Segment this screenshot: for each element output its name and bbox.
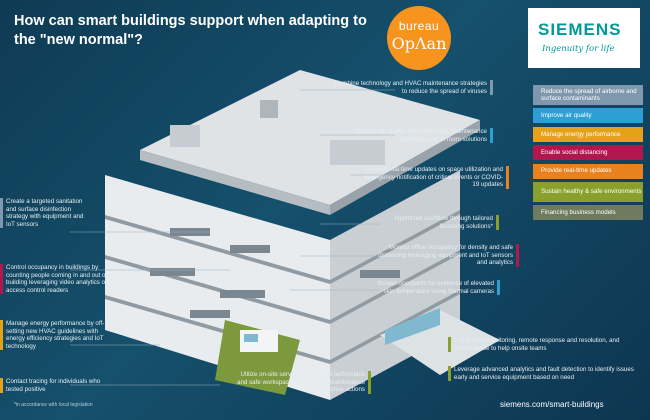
- callout-sanitation: Create a targeted sanitation and surface…: [0, 198, 88, 229]
- van-window: [244, 334, 258, 342]
- callout-energy-performance: Manage energy performance by off-setting…: [0, 320, 114, 351]
- siemens-logo: SIEMENS Ingenuity for life: [528, 8, 640, 68]
- callout-thermal-screening: Screen occupants for evidence of elevate…: [370, 280, 500, 296]
- roof-edge-right: [330, 120, 480, 215]
- callout-color-marker: [0, 198, 3, 229]
- page-title: How can smart buildings support when ada…: [14, 13, 367, 48]
- legend-item-label: Reduce the spread of airborne and surfac…: [541, 87, 637, 102]
- callout-text: Combine technology and HVAC maintenance …: [334, 80, 487, 95]
- legend-item-label: Improve air quality: [541, 112, 592, 120]
- legend-item-label: Provide real-time updates: [541, 167, 612, 175]
- legend: Reduce the spread of airborne and surfac…: [533, 85, 643, 224]
- desk-row: [220, 290, 265, 298]
- rooftop-equipment: [330, 140, 385, 165]
- legend-item: Provide real-time updates: [533, 163, 643, 179]
- connector-lines: [70, 89, 395, 386]
- callout-onsite-service: Utilize on-site service, with skilled te…: [230, 371, 371, 394]
- callout-text: Improve air quality with new HVAC mainte…: [355, 128, 487, 143]
- legend-item: Reduce the spread of airborne and surfac…: [533, 85, 643, 105]
- callout-color-marker: [497, 280, 500, 296]
- bureau-logo-line1: bureau: [398, 19, 440, 33]
- callout-color-marker: [496, 215, 499, 231]
- callout-contact-tracing: Contact tracing for individuals who test…: [0, 378, 106, 394]
- callout-color-marker: [368, 371, 371, 394]
- callout-text: Create a targeted sanitation and surface…: [6, 198, 84, 228]
- callout-text: Manage energy performance by off-setting…: [6, 320, 105, 350]
- footnote: *in accordance with local legislation: [14, 402, 93, 408]
- callout-color-marker: [490, 128, 493, 144]
- callout-text: Optimized cashflow through tailored fina…: [394, 215, 493, 230]
- callout-color-marker: [0, 378, 3, 394]
- website-url[interactable]: siemens.com/smart-buildings: [500, 400, 604, 409]
- siemens-brand: SIEMENS: [538, 20, 622, 39]
- callout-color-marker: [0, 264, 3, 295]
- floor-slab-2: [105, 250, 460, 324]
- desk-row: [230, 245, 270, 253]
- lawn: [215, 320, 300, 395]
- roof: [140, 70, 480, 205]
- callout-color-marker: [490, 80, 493, 96]
- bureau-opnan-logo: bureau OpΛan: [387, 6, 451, 70]
- rooftop-vent: [260, 100, 278, 118]
- bureau-logo-line2: OpΛan: [391, 34, 447, 53]
- legend-item: Manage energy performance: [533, 126, 643, 142]
- callout-virus-spread: Combine technology and HVAC maintenance …: [332, 80, 493, 96]
- callout-text: Contact tracing for individuals who test…: [6, 378, 101, 393]
- callout-occupancy-density: Monitor office occupancy for density and…: [370, 244, 519, 267]
- callout-advanced-analytics: Leverage advanced analytics and fault de…: [448, 366, 639, 382]
- callout-text: Utilize 24/7 monitoring, remote response…: [454, 337, 620, 352]
- desk-row: [150, 268, 195, 276]
- legend-item-label: Sustain healthy & safe environments: [541, 188, 642, 196]
- roof-edge-left: [140, 150, 330, 215]
- callout-air-quality: Improve air quality with new HVAC mainte…: [335, 128, 493, 144]
- callout-text: Leverage advanced analytics and fault de…: [454, 366, 634, 381]
- callout-remote-monitoring: Utilize 24/7 monitoring, remote response…: [448, 337, 639, 353]
- legend-item-label: Financing business models: [541, 209, 616, 217]
- desk-row: [360, 270, 400, 278]
- callout-financing: Optimized cashflow through tailored fina…: [380, 215, 499, 231]
- callout-control-occupancy: Control occupancy in buildings by counti…: [0, 264, 118, 295]
- rooftop-hvac-unit: [170, 125, 200, 147]
- callout-text: Screen occupants for evidence of elevate…: [377, 280, 494, 295]
- callout-text: Utilize on-site service, with skilled te…: [237, 371, 365, 394]
- legend-item-label: Manage energy performance: [541, 130, 621, 138]
- desk-row: [190, 310, 230, 318]
- callout-color-marker: [448, 337, 451, 353]
- callout-color-marker: [448, 366, 451, 382]
- callout-text: Monitor office occupancy for density and…: [378, 244, 513, 267]
- callout-text: Control occupancy in buildings by counti…: [6, 264, 113, 294]
- legend-item-label: Enable social distancing: [541, 149, 608, 157]
- floor-slab-3: [105, 210, 460, 284]
- callout-color-marker: [0, 320, 3, 351]
- callout-text: Provide real-time updates on space utili…: [364, 166, 503, 189]
- callout-color-marker: [516, 244, 519, 267]
- legend-item: Improve air quality: [533, 108, 643, 124]
- legend-item: Sustain healthy & safe environments: [533, 181, 643, 202]
- callout-color-marker: [506, 166, 509, 189]
- siemens-tagline: Ingenuity for life: [542, 44, 615, 54]
- operations-center-screens: [385, 308, 440, 345]
- callout-realtime-updates: Provide real-time updates on space utili…: [360, 166, 509, 189]
- legend-item: Financing business models: [533, 205, 643, 221]
- legend-item: Enable social distancing: [533, 145, 643, 161]
